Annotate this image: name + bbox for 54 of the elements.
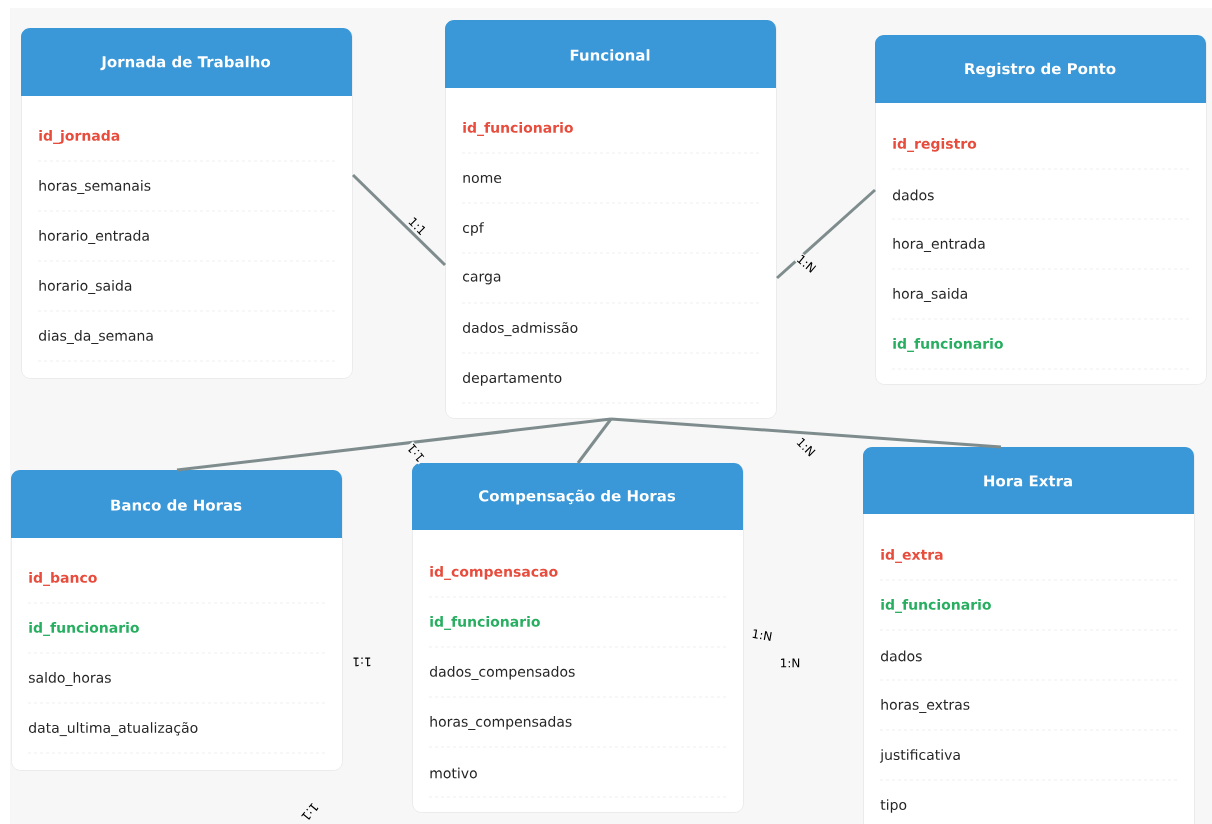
edge-label: 1:1 xyxy=(406,214,429,238)
field-name: justificativa xyxy=(879,749,960,763)
field-name: motivo xyxy=(430,767,477,779)
key-field: id_extra xyxy=(881,549,943,563)
field-name: dados_compensados xyxy=(430,666,575,680)
edge-label: 1:1 xyxy=(404,441,427,465)
cardinality-label: 1:1 xyxy=(301,802,319,820)
table-title: Funcional xyxy=(570,49,650,61)
cardinality-label: 1:N xyxy=(781,658,800,668)
field-name: nome xyxy=(463,175,502,183)
key-field: id_registro xyxy=(893,138,977,152)
field-name: hora_saida xyxy=(893,288,967,302)
table-title: Banco de Horas xyxy=(111,499,242,511)
table-card xyxy=(445,20,777,419)
connector-line xyxy=(776,188,876,280)
connector-line xyxy=(610,417,1002,449)
table-title: Jornada de Trabalho xyxy=(100,55,271,71)
field-name: horario_saida xyxy=(39,280,132,294)
connector-line xyxy=(351,173,447,267)
field-name: cpf xyxy=(463,222,484,236)
table-title: Registro de Ponto xyxy=(965,62,1116,78)
field-name: saldo_horas xyxy=(28,672,111,686)
key-field: id_compensacao xyxy=(430,566,558,580)
field-name: hora_entrada xyxy=(893,238,985,252)
field-name: horas_semanais xyxy=(39,180,151,194)
field-name: dados xyxy=(893,189,934,201)
field-name: horario_entrada xyxy=(39,230,149,244)
table-card xyxy=(412,463,744,813)
field-name: carga xyxy=(463,273,501,285)
table-title: Hora Extra xyxy=(984,475,1072,487)
key-field: id_funcionario xyxy=(430,616,540,630)
field-name: horas_extras xyxy=(881,699,970,713)
key-field: id_funcionario xyxy=(893,338,1003,352)
key-field: id_funcionario xyxy=(463,122,573,136)
key-field: id_funcionario xyxy=(881,599,991,613)
key-field: id_jornada xyxy=(39,130,120,144)
key-field: id_banco xyxy=(29,572,97,586)
field-name: horas_compensadas xyxy=(430,716,572,730)
field-name: dados xyxy=(881,650,922,662)
edge-label: 1:N xyxy=(794,252,819,275)
field-name: dias_da_semana xyxy=(39,330,153,344)
table-title: Compensação de Horas xyxy=(479,489,676,505)
table-card xyxy=(863,447,1195,824)
field-name: tipo xyxy=(880,799,907,813)
field-name: data_ultima_atualização xyxy=(29,721,198,737)
table-card xyxy=(21,28,353,379)
table-card xyxy=(11,470,343,771)
table-card xyxy=(875,35,1207,385)
connector-line xyxy=(176,417,612,472)
connector-line xyxy=(576,418,613,464)
key-field: id_funcionario xyxy=(29,622,139,636)
field-name: departamento xyxy=(463,372,562,386)
edge-label: 1:N xyxy=(794,435,818,459)
field-name: dados_admissão xyxy=(463,321,578,337)
